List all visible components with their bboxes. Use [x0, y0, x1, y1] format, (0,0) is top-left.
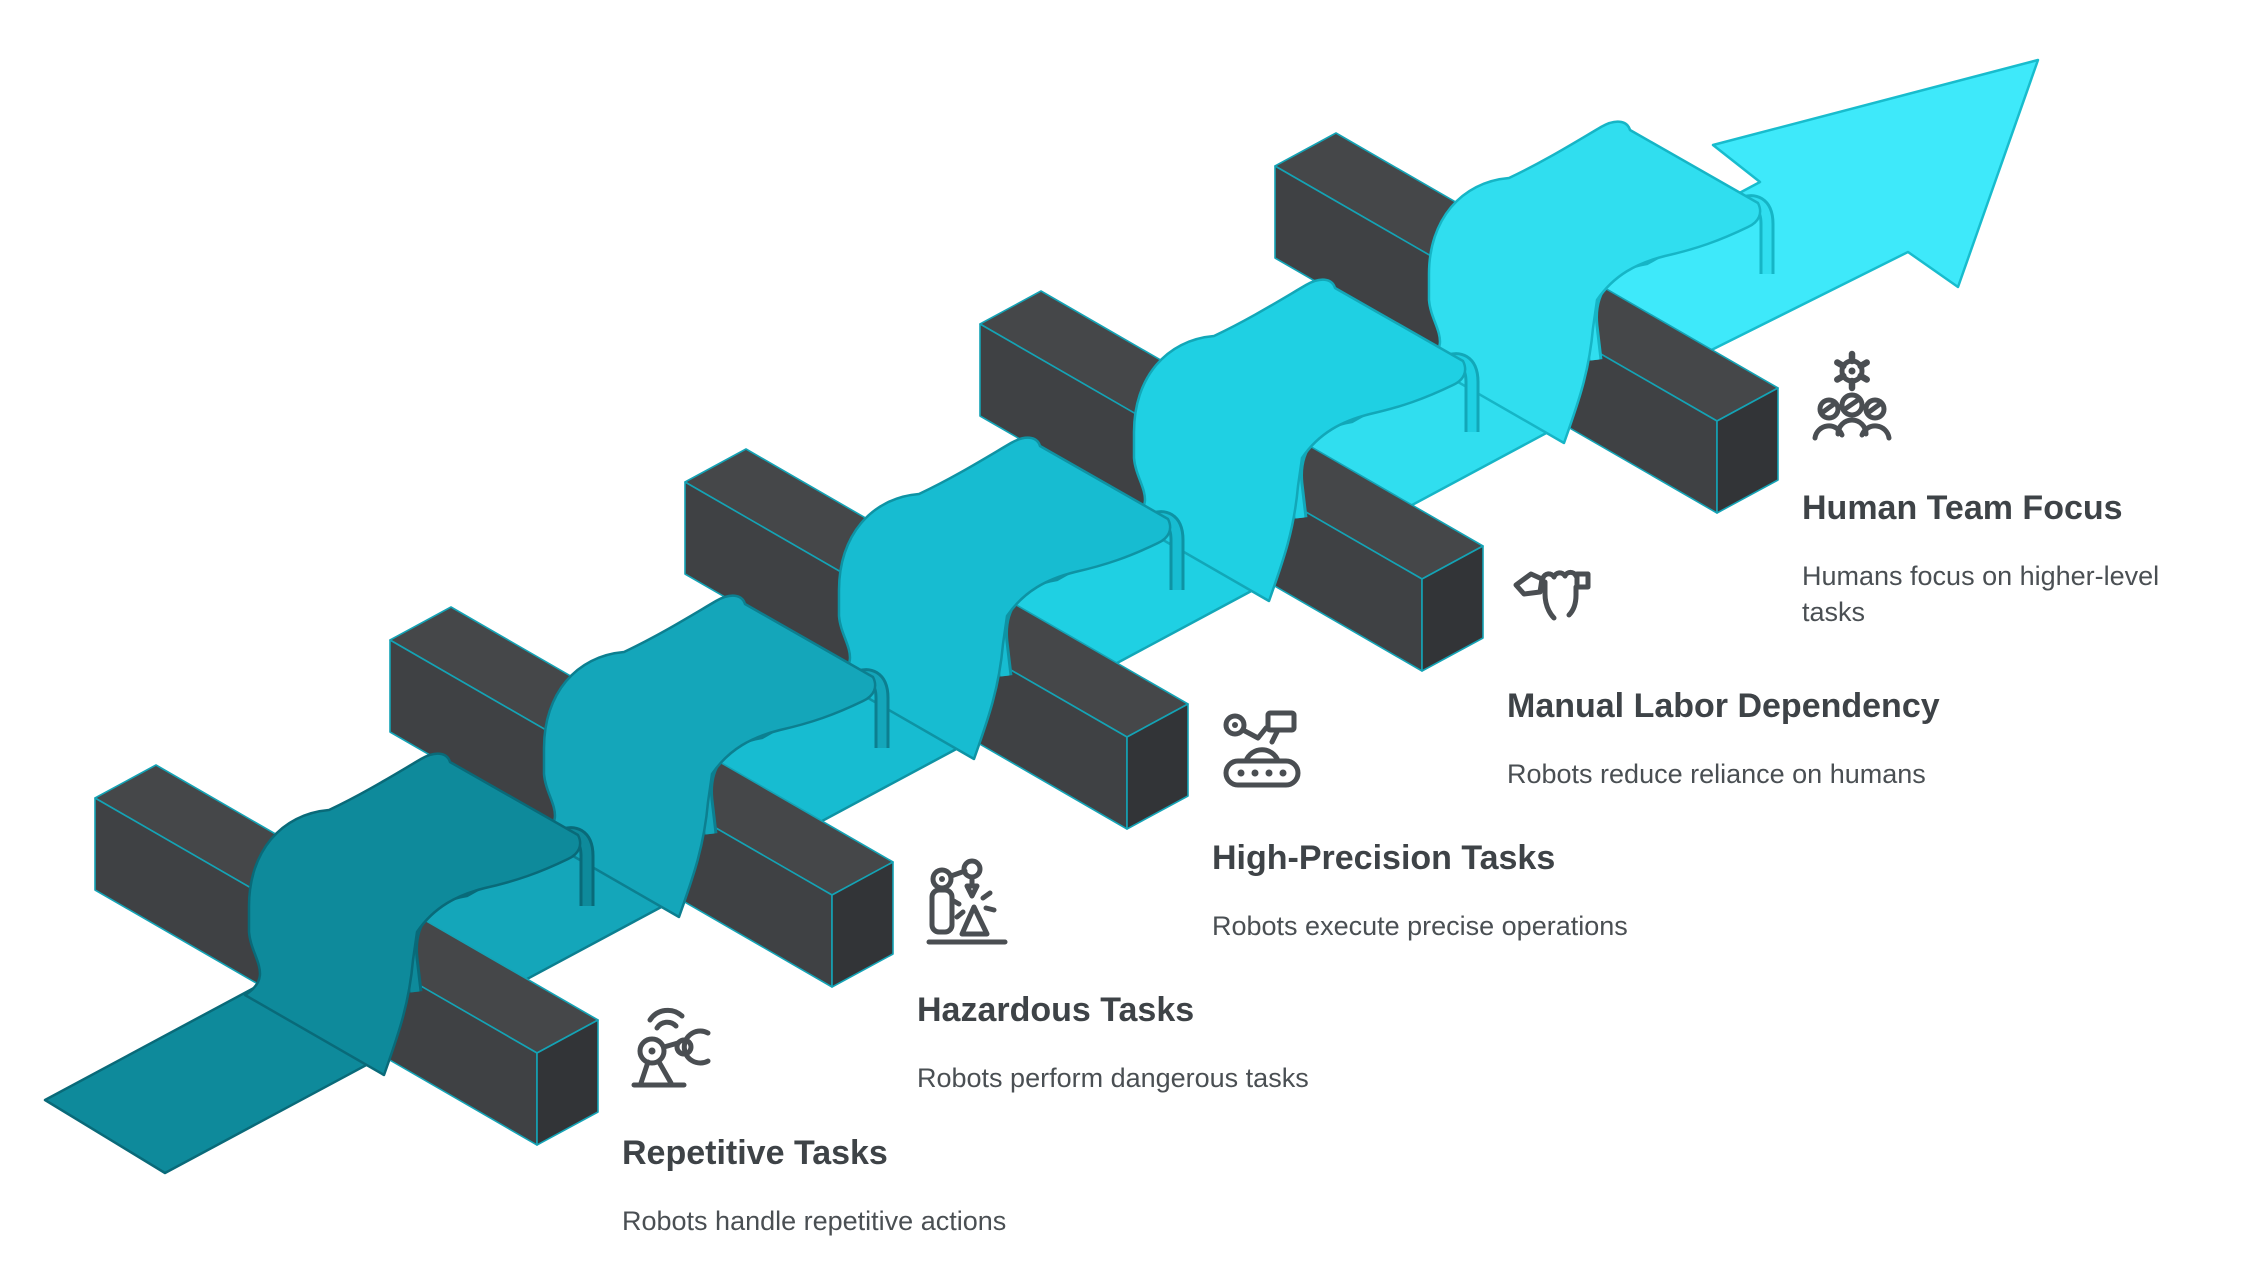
step-description: Robots perform dangerous tasks — [917, 1062, 1309, 1093]
step-description: Robots execute precise operations — [1212, 910, 1628, 941]
step-label-4: Manual Labor Dependency Robots reduce re… — [1507, 548, 1977, 793]
step-label-2: Hazardous Tasks Robots perform dangerous… — [917, 852, 1387, 1097]
robot-claw-signal-icon — [631, 1007, 711, 1088]
step-title: High-Precision Tasks — [1212, 839, 1556, 877]
step-label-1: Repetitive Tasks Robots handle repetitiv… — [622, 995, 1092, 1240]
step-title: Repetitive Tasks — [622, 1134, 888, 1172]
gear-team-icon — [1812, 350, 1892, 441]
step-title: Human Team Focus — [1802, 489, 2123, 527]
step-label-3: High-Precision Tasks Robots execute prec… — [1212, 700, 1682, 945]
step-description: Humans focus on higher-level tasks — [1802, 560, 2160, 627]
step-title: Manual Labor Dependency — [1507, 687, 1940, 725]
step-label-5: Human Team Focus Humans focus on higher-… — [1802, 350, 2222, 631]
step-description: Robots reduce reliance on humans — [1507, 758, 1926, 789]
robot-conveyor-icon — [1223, 710, 1301, 788]
step-title: Hazardous Tasks — [917, 991, 1195, 1029]
step-description: Robots handle repetitive actions — [622, 1205, 1007, 1236]
welding-robot-icon — [926, 858, 1008, 945]
hand-tool-icon — [1513, 569, 1591, 621]
